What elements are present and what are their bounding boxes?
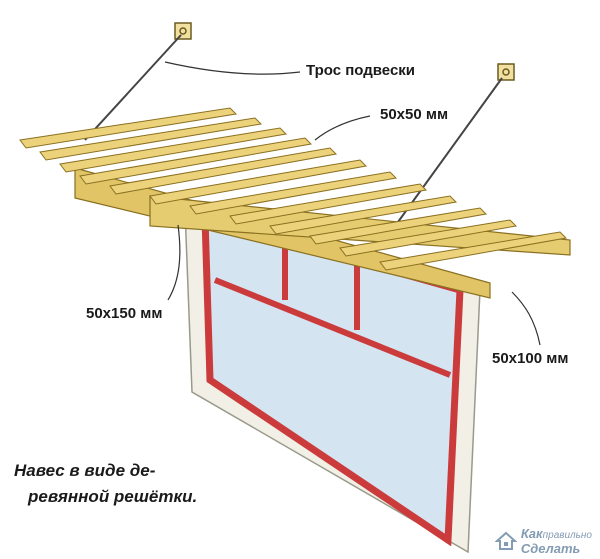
wall-anchor-right [497,63,515,81]
caption-line-2: ревянной решётки. [28,487,198,506]
leader-cable [164,61,301,75]
house-logo-icon [494,531,517,550]
caption-line-1: Навес в виде де- [14,461,156,480]
leader-50x50 [314,115,371,141]
label-suspension-cable: Трос подвески [306,62,416,79]
label-beam-50x100: 50х100 мм [492,350,569,367]
label-beam-50x50: 50х50 мм [380,106,449,123]
main-beam-back [149,195,571,256]
suspension-cable-right [384,77,503,241]
leader-50x100 [511,291,541,346]
watermark-text: Какправильно Сделать [521,527,592,555]
leader-50x150 [167,224,181,301]
figure-caption: Навес в виде де- ревянной решётки. [14,458,197,510]
wall-anchor-left [174,22,192,40]
suspension-cable-left [84,34,182,141]
watermark-word-2: правильно [542,530,592,541]
site-watermark: Какправильно Сделать [494,527,592,555]
label-beam-50x150: 50х150 мм [86,305,163,322]
window-mullion-horizontal [213,277,452,378]
watermark-word-3: Сделать [520,541,581,556]
watermark-word-1: Как [520,526,543,541]
lattice-slats [19,107,568,271]
